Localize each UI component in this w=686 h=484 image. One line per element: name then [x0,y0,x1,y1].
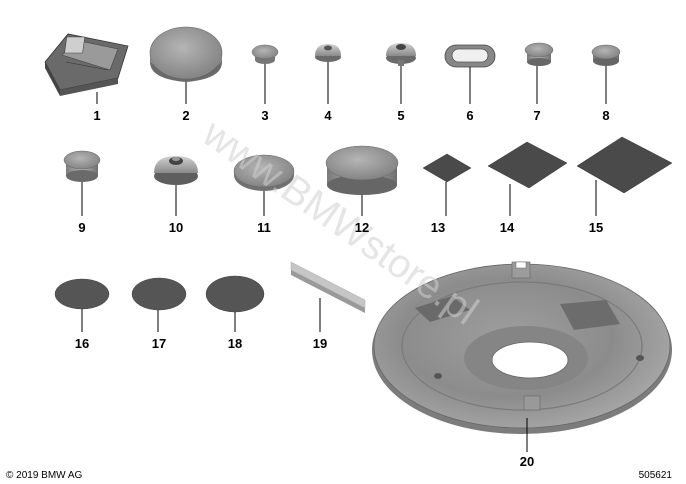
callout-number-9: 9 [78,220,85,235]
part-11-flat-disc [233,154,295,191]
part-17-round-patch-medium [131,277,187,311]
part-5-dome-plug-with-stem [386,43,416,66]
part-1-clip-bracket [44,33,129,96]
callout-number-5: 5 [397,108,404,123]
callout-number-3: 3 [261,108,268,123]
callout-number-10: 10 [169,220,183,235]
part-4-dome-plug [315,44,341,62]
callout-number-1: 1 [93,108,100,123]
callout-number-2: 2 [182,108,189,123]
part-10-large-dome-plug [154,156,198,185]
part-13-small-square-pad [422,153,472,183]
part-16-round-patch-small [54,278,110,310]
callout-number-12: 12 [355,220,369,235]
callout-number-14: 14 [500,220,515,235]
callout-number-19: 19 [313,336,327,351]
callout-number-7: 7 [533,108,540,123]
callout-number-15: 15 [589,220,603,235]
callout-number-11: 11 [257,220,271,235]
part-6-oval-grommet [444,44,496,68]
part-12-large-cylindrical-cap [325,145,399,195]
callout-number-16: 16 [75,336,89,351]
part-18-round-patch-large [205,275,265,313]
diagram-id: 505621 [639,470,673,481]
part-2-large-cap [149,26,223,82]
callout-number-18: 18 [228,336,242,351]
callout-number-13: 13 [431,220,445,235]
callout-number-8: 8 [602,108,609,123]
part-19-adhesive-strip [290,261,366,313]
part-15-large-square-pad [576,136,673,194]
part-7-small-cap-plug [524,42,554,66]
part-20-splash-shield-disc [372,261,672,434]
copyright-text: © 2019 BMW AG [6,470,83,481]
part-14-medium-square-pad [487,141,568,189]
part-9-cylindrical-plug [63,150,101,182]
part-8-small-flat-plug [591,44,621,66]
callout-number-20: 20 [520,454,534,469]
callout-number-17: 17 [152,336,166,351]
callout-number-6: 6 [466,108,473,123]
callout-number-4: 4 [324,108,332,123]
part-3-small-stepped-plug [251,44,279,64]
